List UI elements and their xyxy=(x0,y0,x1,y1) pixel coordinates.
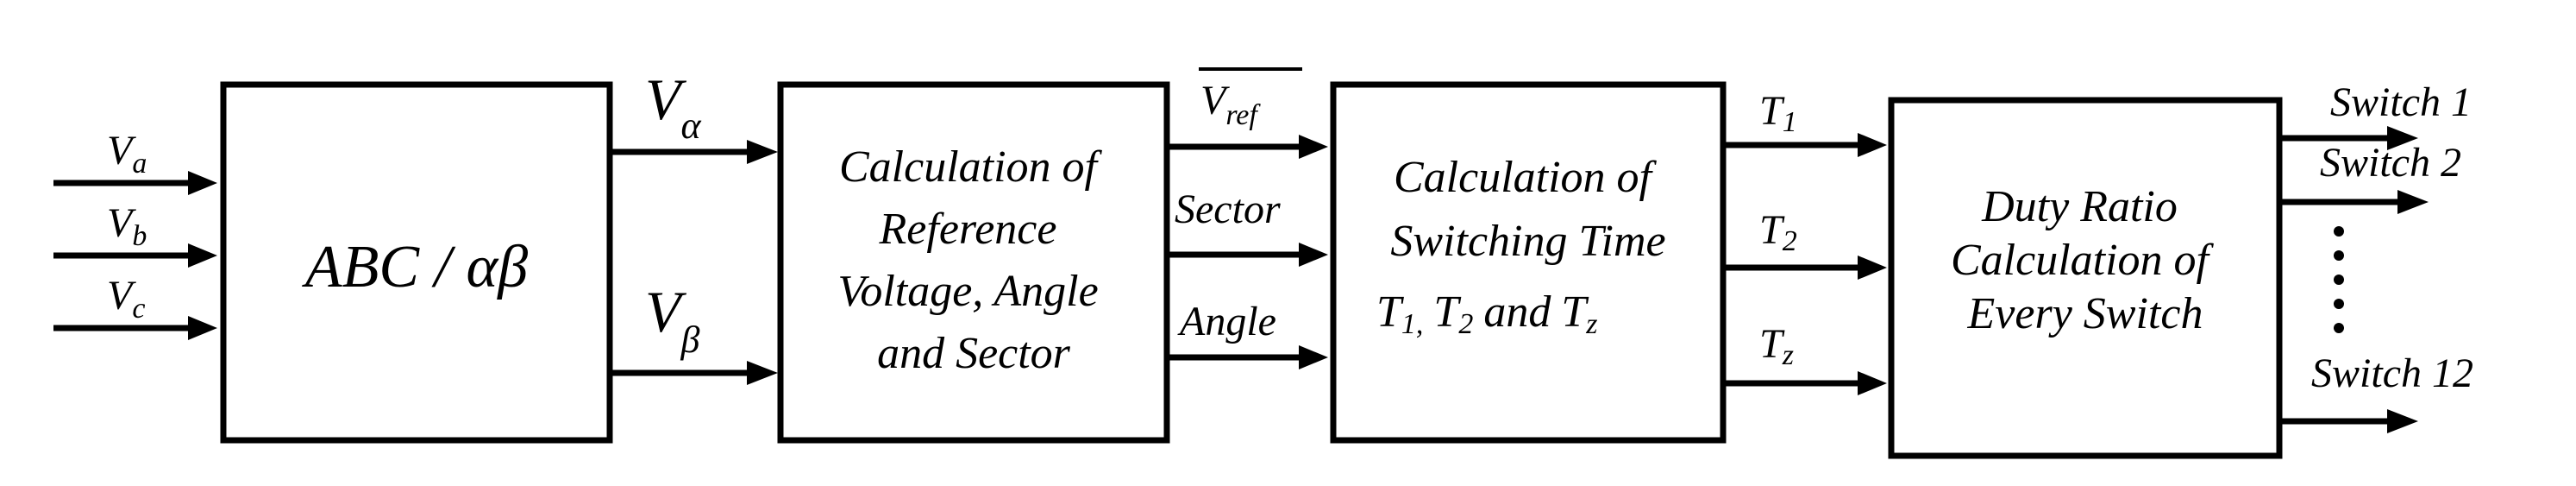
label-t2: T2 xyxy=(1759,207,1797,257)
input-arrow-va xyxy=(53,171,217,195)
switching-time-label: Calculation of Switching Time xyxy=(1390,153,1665,266)
arrow-switch-12 xyxy=(2279,409,2418,433)
switching-time-block xyxy=(1330,81,1727,444)
ellipsis-dots xyxy=(2334,226,2344,333)
duty-ratio-block xyxy=(1888,97,2283,459)
arrow-switch-2 xyxy=(2279,190,2429,214)
input-label-vc: Vc xyxy=(107,273,145,325)
reference-calculation-block xyxy=(777,81,1170,444)
abc-alpha-beta-label: ABC / αβ xyxy=(302,234,528,300)
arrow-t2 xyxy=(1723,256,1887,280)
duty-ratio-label: Duty Ratio Calculation of Every Switch xyxy=(1951,182,2220,338)
label-v-alpha: Vα xyxy=(645,66,702,147)
arrow-v-alpha xyxy=(610,140,778,164)
input-arrow-vb xyxy=(53,243,217,268)
label-tz: Tz xyxy=(1759,321,1794,371)
label-t1: T1 xyxy=(1759,88,1797,138)
arrow-switch-1 xyxy=(2279,126,2418,150)
label-sector: Sector xyxy=(1175,186,1281,232)
input-arrow-vc xyxy=(53,316,217,340)
arrow-sector xyxy=(1167,243,1328,267)
label-v-beta: Vβ xyxy=(645,279,700,361)
label-switch-2: Switch 2 xyxy=(2320,140,2461,186)
arrow-angle xyxy=(1167,345,1328,369)
reference-calculation-label: Calculation of Reference Voltage, Angle … xyxy=(837,142,1109,378)
label-v-ref: Vref xyxy=(1200,78,1261,131)
input-label-vb: Vb xyxy=(107,200,147,252)
abc-alpha-beta-block xyxy=(220,81,613,444)
label-switch-12: Switch 12 xyxy=(2311,350,2473,396)
arrow-tz xyxy=(1723,371,1887,395)
label-switch-1: Switch 1 xyxy=(2330,79,2472,125)
arrow-t1 xyxy=(1723,133,1887,157)
input-label-va: Va xyxy=(107,128,147,180)
arrow-v-beta xyxy=(610,361,778,385)
label-angle: Angle xyxy=(1177,299,1276,344)
arrow-v-ref xyxy=(1167,135,1328,159)
